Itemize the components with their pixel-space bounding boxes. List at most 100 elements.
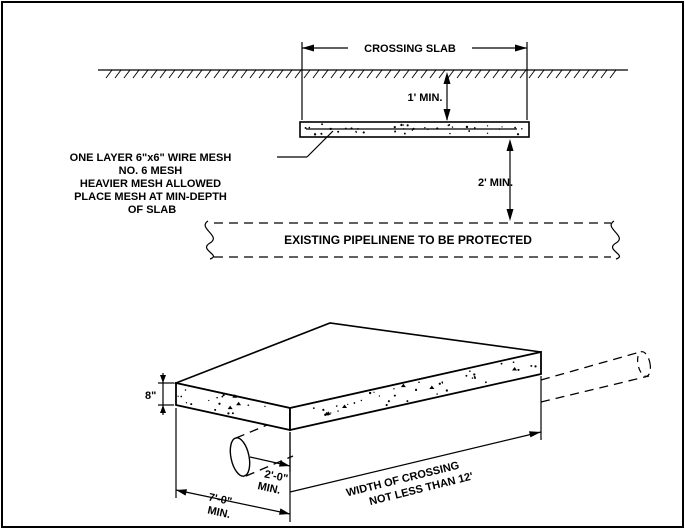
aggregate-dot — [484, 381, 487, 384]
aggregate-dot — [418, 381, 420, 384]
aggregate-dot — [438, 382, 441, 385]
mesh-note-leader-diagonal — [306, 130, 334, 158]
ground-hatch-stroke — [420, 69, 428, 79]
ground-hatch-stroke — [528, 69, 536, 79]
ground-hatch-stroke — [573, 69, 581, 79]
iso-pipe-end — [229, 437, 251, 477]
aggregate-dot — [436, 127, 439, 130]
aggregate-triangle — [512, 366, 518, 371]
aggregate-dot — [222, 394, 225, 397]
ground-hatch-stroke — [510, 69, 518, 79]
aggregate-dot — [473, 127, 476, 129]
aggregate-dot — [403, 132, 406, 135]
aggregate-triangle — [236, 401, 242, 406]
ground-hatch-stroke — [204, 69, 212, 79]
aggregate-triangle — [227, 405, 233, 410]
aggregate-triangle — [325, 411, 331, 415]
crossing-slab-label: CROSSING SLAB — [364, 43, 456, 55]
ground-hatch — [105, 69, 617, 79]
aggregate-dot — [436, 393, 438, 395]
offset-arrow — [279, 460, 290, 467]
aggregate-dot — [521, 128, 523, 130]
ground-hatch-stroke — [519, 69, 527, 79]
ground-hatch-stroke — [546, 69, 554, 79]
aggregate-dot — [362, 131, 365, 134]
mesh-note-line-2: NO. 6 MESH — [119, 165, 183, 177]
pipeline-break-right — [610, 220, 620, 260]
ground-hatch-stroke — [240, 69, 248, 79]
ground-hatch-stroke — [591, 69, 599, 79]
ground-hatch-stroke — [447, 69, 455, 79]
ground-hatch-stroke — [321, 69, 329, 79]
ground-hatch-stroke — [150, 69, 158, 79]
aggregate-dot — [360, 399, 363, 402]
aggregate-dot — [406, 400, 409, 403]
aggregate-dot — [304, 127, 307, 129]
ground-hatch-stroke — [312, 69, 320, 79]
aggregate-dot — [214, 408, 217, 411]
aggregate-dot — [427, 128, 429, 131]
width-dimension-line — [289, 431, 542, 493]
clearance-arrow-bottom — [506, 209, 514, 221]
aggregate-triangle — [400, 383, 406, 388]
ground-hatch-stroke — [375, 69, 383, 79]
aggregate-dot — [312, 407, 315, 409]
aggregate-dot — [393, 126, 396, 129]
offset-label: 2'-0" MIN. — [256, 468, 292, 499]
length-label-line-1: 7'-0" — [207, 491, 233, 508]
clearance-arrow-top — [506, 139, 514, 151]
ground-hatch-stroke — [294, 69, 302, 79]
aggregate-dot — [402, 128, 405, 130]
aggregate-triangle — [342, 404, 348, 408]
aggregate-dot — [412, 127, 415, 130]
aggregate-dot — [190, 403, 193, 406]
ground-hatch-stroke — [465, 69, 473, 79]
mesh-note-line-1: ONE LAYER 6"x6" WIRE MESH — [70, 152, 232, 164]
aggregate-dot — [465, 374, 468, 377]
aggregate-dot — [387, 400, 390, 403]
aggregate-triangle — [429, 385, 435, 390]
ground-hatch-stroke — [564, 69, 572, 79]
clearance-label: 2' MIN. — [478, 177, 513, 189]
iso-slab-side-face — [289, 350, 542, 432]
aggregate-dot — [185, 402, 188, 404]
aggregate-dot — [473, 373, 476, 376]
aggregate-dot — [393, 394, 396, 397]
aggregate-dot — [514, 126, 516, 129]
aggregate-dot — [330, 412, 332, 414]
ground-hatch-stroke — [303, 69, 311, 79]
aggregate-dot — [344, 127, 347, 130]
aggregate-dot — [414, 388, 418, 392]
ground-hatch-stroke — [222, 69, 230, 79]
aggregate-dot — [184, 389, 187, 391]
ground-hatch-stroke — [348, 69, 356, 79]
ground-hatch-stroke — [609, 69, 617, 79]
aggregate-dot — [441, 382, 444, 384]
ground-hatch-stroke — [177, 69, 185, 79]
aggregate-dot — [180, 395, 183, 398]
ground-hatch-stroke — [105, 69, 113, 79]
ground-hatch-stroke — [483, 69, 491, 79]
ground-hatch-stroke — [582, 69, 590, 79]
ground-hatch-stroke — [159, 69, 167, 79]
section-view: CROSSING SLAB 1' MIN. ONE LAYER 6"x6" WI… — [70, 42, 628, 260]
aggregate-dot — [329, 127, 332, 131]
ground-hatch-stroke — [501, 69, 509, 79]
ground-hatch-stroke — [438, 69, 446, 79]
aggregate-dot — [227, 412, 230, 415]
thickness-arrow-bottom — [160, 405, 166, 413]
ground-hatch-stroke — [258, 69, 266, 79]
aggregate-dot — [385, 403, 388, 407]
ground-hatch-stroke — [393, 69, 401, 79]
length-arrow-right — [279, 508, 290, 515]
ground-hatch-stroke — [132, 69, 140, 79]
iso-pipe-far-end — [636, 351, 652, 377]
aggregate-dot — [247, 404, 250, 406]
aggregate-dot — [350, 127, 353, 130]
iso-pipe-bottom-edge-front — [245, 455, 294, 477]
aggregate-dot — [424, 126, 426, 129]
pipeline-label: EXISTING PIPELINENE TO BE PROTECTED — [284, 233, 532, 247]
aggregate-dot — [517, 368, 520, 371]
